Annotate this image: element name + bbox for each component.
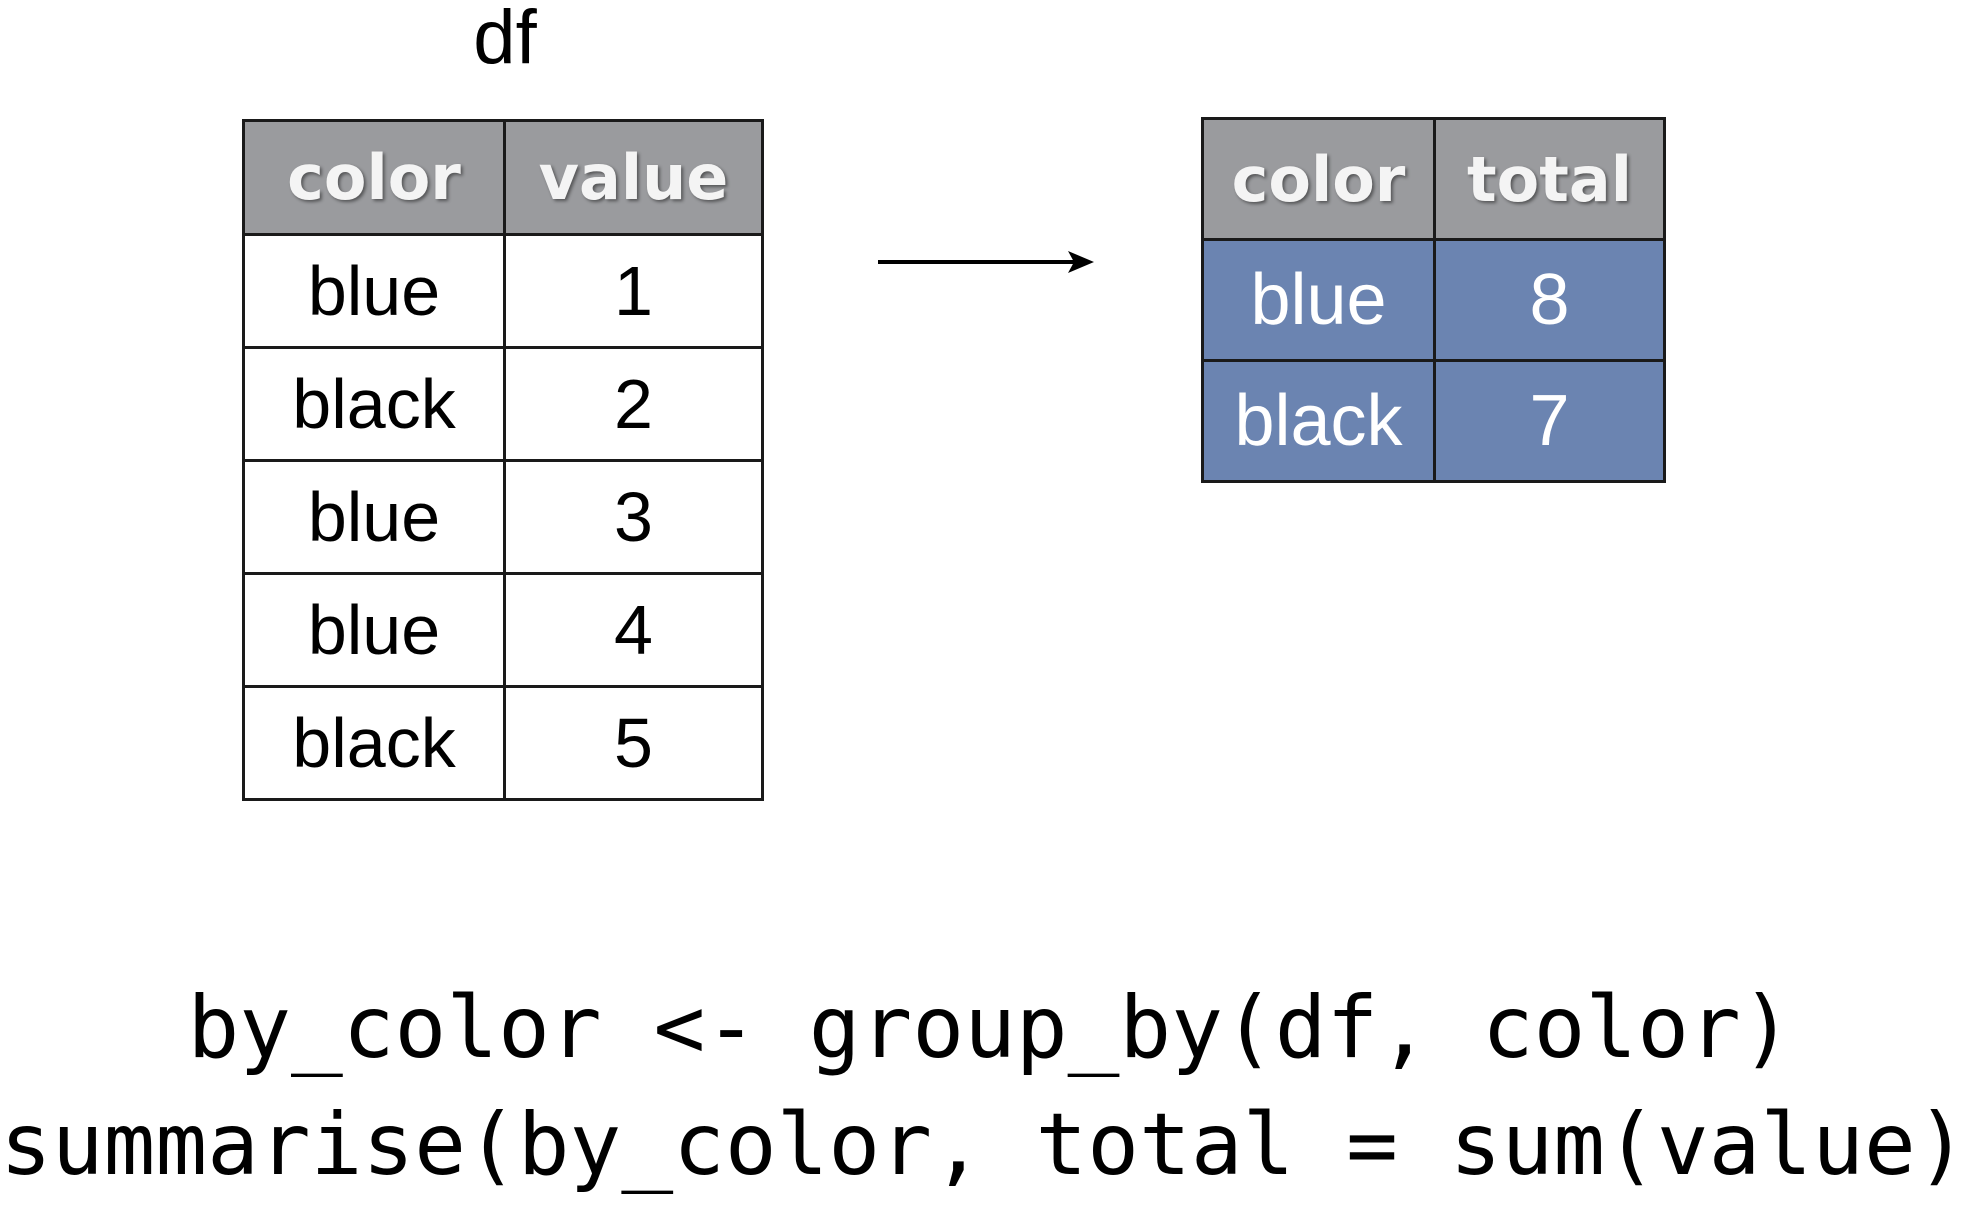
table-header-row: color value <box>242 119 764 236</box>
cell-value: 2 <box>503 346 764 462</box>
cell-value: 3 <box>503 459 764 575</box>
input-table: color value blue 1 black 2 blue 3 blue 4… <box>242 119 764 801</box>
cell-color: blue <box>242 572 506 688</box>
cell-color: blue <box>242 459 506 575</box>
cell-color: black <box>1201 359 1436 483</box>
table-row: blue 3 <box>242 459 764 575</box>
cell-color: blue <box>1201 238 1436 362</box>
code-line-group-by: by_color <- group_by(df, color) <box>187 978 1793 1078</box>
cell-color: black <box>242 685 506 801</box>
cell-value: 4 <box>503 572 764 688</box>
cell-color: black <box>242 346 506 462</box>
cell-total: 8 <box>1433 238 1666 362</box>
output-table: color total blue 8 black 7 <box>1201 117 1666 483</box>
table-row: blue 4 <box>242 572 764 688</box>
cell-total: 7 <box>1433 359 1666 483</box>
table-row: blue 8 <box>1201 238 1666 362</box>
input-table-title: df <box>473 0 537 80</box>
column-header-color: color <box>242 119 506 236</box>
cell-value: 5 <box>503 685 764 801</box>
cell-color: blue <box>242 233 506 349</box>
cell-value: 1 <box>503 233 764 349</box>
table-row: black 5 <box>242 685 764 801</box>
column-header-value: value <box>503 119 764 236</box>
table-row: black 7 <box>1201 359 1666 483</box>
table-row: blue 1 <box>242 233 764 349</box>
column-header-total: total <box>1433 117 1666 241</box>
table-row: black 2 <box>242 346 764 462</box>
right-arrow-icon <box>878 251 1094 273</box>
table-header-row: color total <box>1201 117 1666 241</box>
column-header-color: color <box>1201 117 1436 241</box>
code-line-summarise: summarise(by_color, total = sum(value)) <box>0 1095 1980 1195</box>
